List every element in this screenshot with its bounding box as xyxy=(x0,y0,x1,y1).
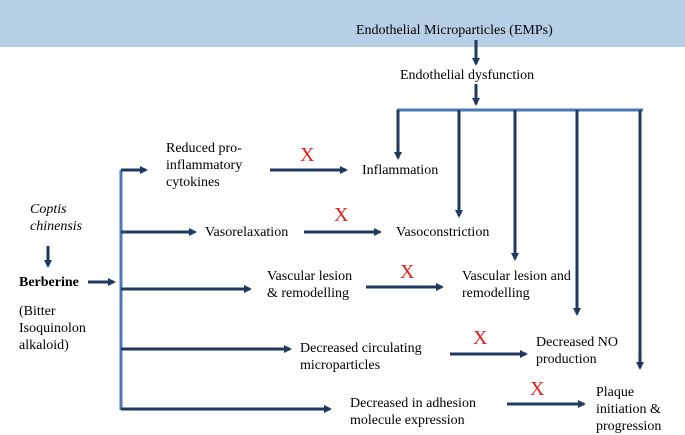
node-reduced-cytokines: Reduced pro- inflammatory cytokines xyxy=(166,141,243,190)
block-mark-vasoconstriction: X xyxy=(334,204,349,226)
node-berberine-note: (Bitter Isoquinolon alkaloid) xyxy=(19,304,86,353)
block-mark-plaque: X xyxy=(530,378,545,400)
node-berberine: Berberine xyxy=(19,275,79,290)
node-decreased-no-production: Decreased NO production xyxy=(536,335,619,367)
node-decreased-adhesion: Decreased in adhesion molecule expressio… xyxy=(350,396,476,428)
header-band xyxy=(0,0,685,47)
node-plaque-initiation: Plaque initiation & progression xyxy=(596,385,662,434)
node-coptis-chinensis: Coptis chinensis xyxy=(30,202,83,234)
block-mark-no-production: X xyxy=(473,327,488,349)
node-inflammation: Inflammation xyxy=(362,163,439,178)
block-mark-vascular-lesion: X xyxy=(400,261,415,283)
node-vascular-lesion-remodelling: Vascular lesion & remodelling xyxy=(267,269,353,301)
node-vasorelaxation: Vasorelaxation xyxy=(205,225,289,240)
node-endothelial-dysfunction: Endothelial dysfunction xyxy=(400,68,535,83)
node-vasoconstriction: Vasoconstriction xyxy=(396,225,490,240)
block-mark-inflammation: X xyxy=(300,144,315,166)
node-vascular-lesion-and-remodelling: Vascular lesion and remodelling xyxy=(462,269,571,301)
node-decreased-microparticles: Decreased circulating microparticles xyxy=(300,341,422,373)
header-title: Endothelial Microparticles (EMPs) xyxy=(356,23,553,38)
